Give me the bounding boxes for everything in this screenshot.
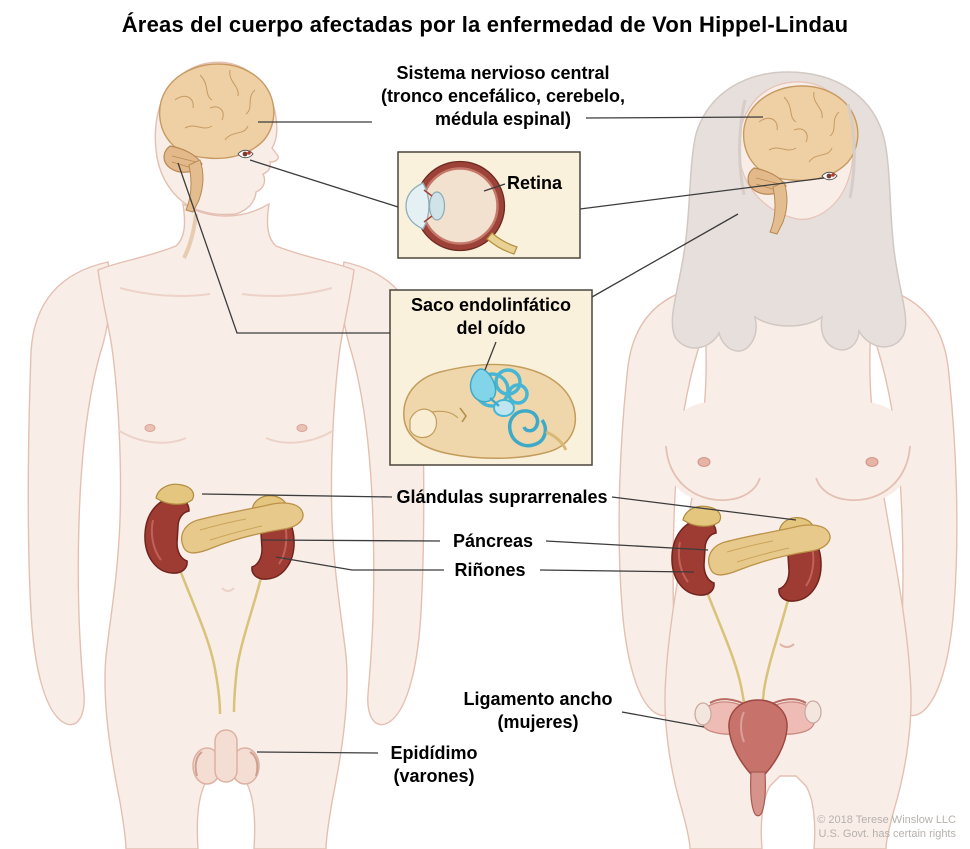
copyright-notice: © 2018 Terese Winslow LLC U.S. Govt. has… [817,813,956,841]
retina-inset [397,151,581,259]
optic-nerve [486,232,518,255]
female-uterus-broad-ligament [694,698,822,817]
leader-ear-female [591,213,739,298]
leader-pancreas-female [545,540,709,551]
leader-kidneys-female [539,569,695,573]
leader-pancreas-male [261,539,441,542]
ovary-right [804,700,822,724]
inner-ear-illustration [403,363,576,459]
cornea [405,182,430,230]
label-endolymphatic-sac: Saco endolinfático del oído [410,295,572,338]
label-cns: Sistema nervioso central (tronco encefál… [380,63,626,129]
label-broad-ligament: Ligamento ancho (mujeres) [463,689,613,732]
leader-sac-label [484,341,497,371]
leader-adrenal-male [201,493,393,498]
female-eye [821,171,838,181]
vestibule [493,399,515,417]
male-nipple-right [296,424,308,432]
male-genitals-epididymis [192,729,260,785]
female-nipple-right [865,457,879,467]
label-pancreas: Páncreas [452,531,534,551]
cochlear-nerve [545,430,568,451]
leader-epididymis [256,751,379,754]
label-adrenal-glands: Glándulas suprarrenales [396,487,608,507]
female-figure [618,71,958,849]
leader-retina-female [579,177,825,210]
label-epididymis: Epidídimo (varones) [390,743,478,786]
male-figure [27,61,425,849]
cochlea [507,409,548,448]
male-spinal-cord [182,213,198,259]
page-title: Áreas del cuerpo afectadas por la enferm… [121,12,849,37]
male-nipple-left [144,424,156,432]
leader-retina-male [249,159,399,208]
ovary-left [694,702,712,726]
endolymphatic-sac [469,368,497,403]
copyright-line2: U.S. Govt. has certain rights [818,828,956,840]
copyright-line1: © 2018 Terese Winslow LLC [817,814,956,826]
female-nipple-left [697,457,711,467]
male-body-contours [117,287,335,592]
eye-cross-section [405,160,518,255]
vagina [750,771,766,817]
leader-lines [177,116,825,754]
leader-ear-male [177,162,390,334]
female-hair-strands [738,99,856,199]
male-arm-left [27,261,111,726]
leader-adrenal-female [611,496,797,521]
female-navel [779,643,795,648]
ossicles [459,407,467,423]
leader-broad-ligament [621,711,705,728]
ear-canal [409,408,438,439]
label-retina: Retina [507,173,563,193]
label-kidneys: Riñones [454,560,526,580]
temporal-bone [403,363,576,459]
endolymphatic-sac-inset [389,289,593,466]
leader-kidneys-male [275,556,444,571]
leader-retina-label [483,183,506,192]
female-breasts [662,402,914,502]
leader-cns-female [585,116,764,119]
lens [428,191,446,221]
male-eye [237,149,254,159]
